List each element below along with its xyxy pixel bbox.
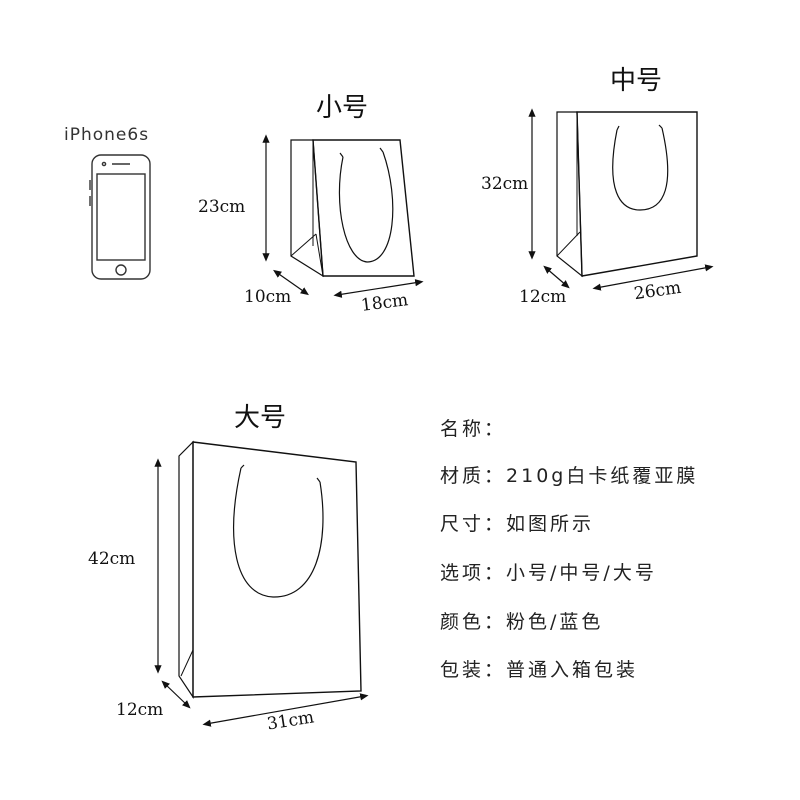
large-width-arrow [202, 693, 369, 727]
spec-row: 颜色：粉色/蓝色 [440, 613, 603, 632]
large-depth-label: 12cm [116, 700, 164, 720]
spec-key: 材质： [440, 465, 507, 487]
spec-row: 尺寸：如图所示 [440, 515, 594, 534]
large-depth-arrow [161, 680, 191, 709]
small-bag-drawing [290, 139, 415, 278]
medium-depth-arrow [543, 265, 570, 289]
spec-key: 包装： [440, 659, 507, 681]
phone-label: iPhone6s [64, 125, 150, 145]
spec-value: 粉色/蓝色 [506, 611, 604, 633]
spec-row: 选项：小号/中号/大号 [440, 564, 657, 583]
small-height-label: 23cm [198, 197, 246, 217]
spec-value: 小号/中号/大号 [506, 562, 657, 584]
medium-width-arrow [592, 264, 714, 291]
large-bag-drawing [178, 440, 362, 699]
phone-icon [89, 154, 151, 280]
spec-row: 名称： [440, 420, 506, 439]
medium-bag-drawing [556, 111, 698, 278]
spec-value: 普通入箱包装 [506, 659, 639, 681]
spec-value: 210g白卡纸覆亚膜 [506, 465, 699, 487]
spec-value: 如图所示 [506, 513, 595, 535]
small-width-arrow [333, 279, 424, 298]
medium-bag-title: 中号 [610, 66, 663, 96]
spec-key: 名称： [440, 418, 507, 440]
spec-key: 尺寸： [440, 513, 507, 535]
small-bag-title: 小号 [316, 93, 369, 123]
large-bag-title: 大号 [234, 403, 287, 433]
medium-height-label: 32cm [481, 174, 529, 194]
large-height-label: 42cm [88, 549, 136, 569]
spec-row: 包装：普通入箱包装 [440, 661, 638, 680]
spec-key: 颜色： [440, 611, 507, 633]
small-depth-arrow [273, 269, 309, 296]
small-depth-label: 10cm [244, 287, 292, 307]
spec-key: 选项： [440, 562, 507, 584]
spec-row: 材质：210g白卡纸覆亚膜 [440, 467, 698, 486]
medium-depth-label: 12cm [519, 287, 567, 307]
